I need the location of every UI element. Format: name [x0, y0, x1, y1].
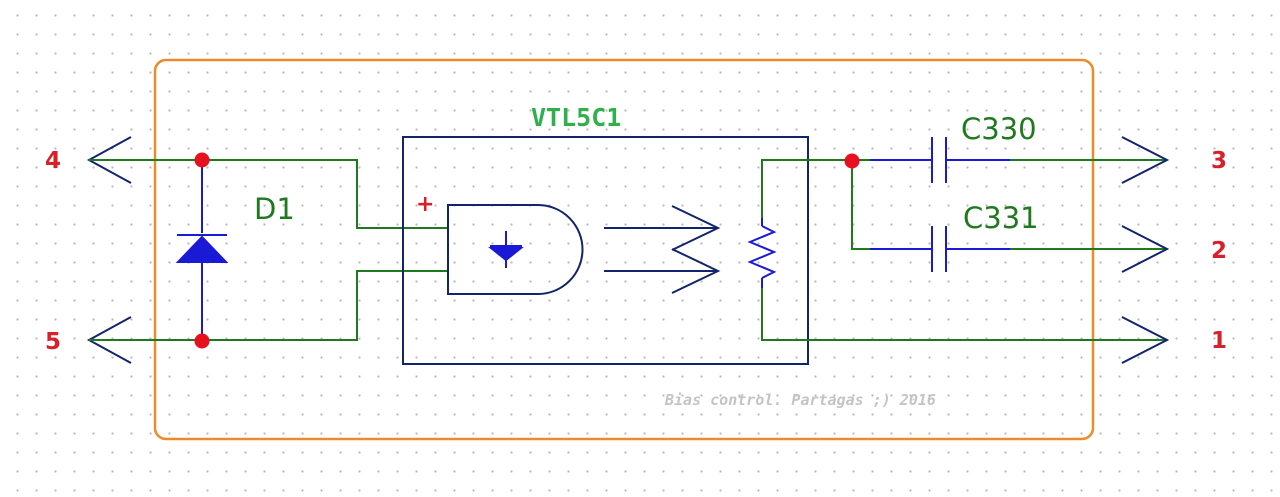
port-3-arrow: [1121, 136, 1170, 184]
author-note: Bias control. Partagas ;) 2016: [664, 391, 936, 409]
diode-label: D1: [254, 192, 295, 226]
diode-d1: [175, 160, 229, 340]
capacitor-c330-label: C330: [961, 112, 1037, 146]
wire-ldr-bottom-to-pin1: [761, 288, 1167, 341]
led-body: [447, 204, 584, 295]
light-arrowhead-bottom-icon: [671, 248, 721, 294]
port-2-arrow: [1121, 225, 1170, 273]
optocoupler-package: [402, 136, 809, 365]
led-polarity-label: +: [416, 192, 434, 217]
pin-label-2: 2: [1211, 238, 1227, 264]
optocoupler-label: VTL5C1: [531, 103, 621, 132]
wire-junction-to-cap-bottom: [851, 160, 932, 250]
capacitor-c331-label: C331: [963, 201, 1039, 235]
pin-label-4: 4: [45, 148, 61, 174]
capacitor-c331: [870, 226, 1010, 272]
junction-right: [844, 153, 860, 169]
port-1-arrow: [1121, 316, 1170, 364]
light-arrowhead-top-icon: [671, 205, 721, 251]
pin-label-3: 3: [1211, 148, 1227, 174]
junction-pin5: [194, 333, 210, 349]
capacitor-c330: [870, 137, 1010, 183]
photoresistor-icon: [747, 218, 777, 288]
led-diode-icon: [488, 231, 524, 268]
wire-ldr-top-to-pin3: [761, 159, 932, 218]
junction-pin4: [194, 152, 210, 168]
pin-label-1: 1: [1211, 328, 1227, 354]
wire-pin5-to-led-cathode: [89, 270, 447, 341]
pin-label-5: 5: [45, 329, 61, 355]
